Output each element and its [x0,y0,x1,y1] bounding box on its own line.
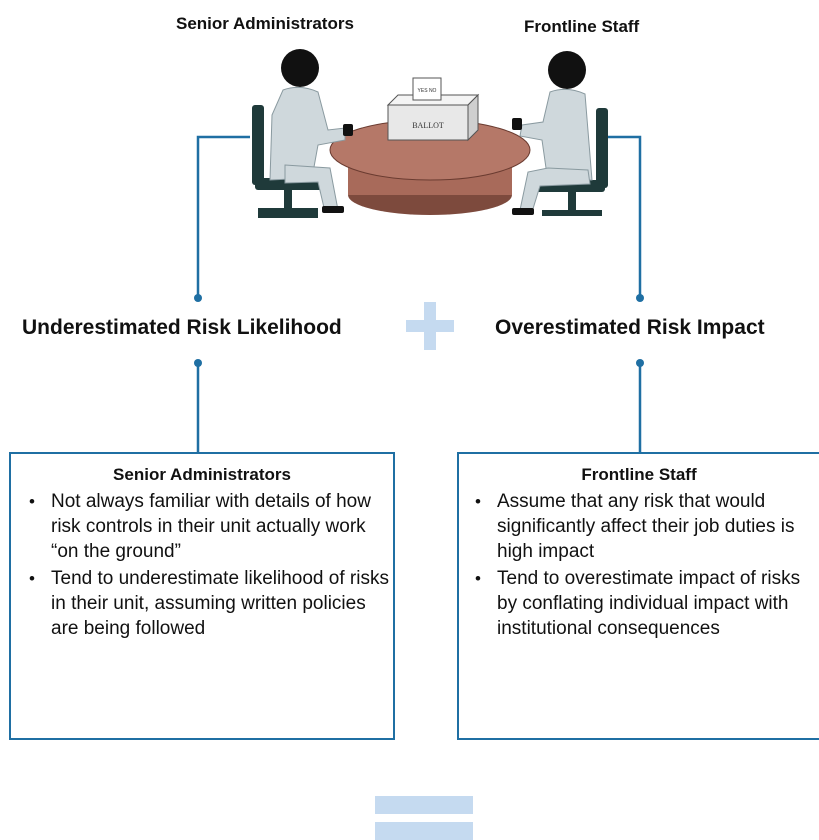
frontline-staff-box: Frontline Staff Assume that any risk tha… [457,452,819,740]
ballot-box-side [467,93,479,142]
connectors [196,135,642,452]
ballot-paper [412,77,442,101]
left-chair [252,105,325,218]
connector-dots [194,294,644,367]
connector-dot [194,294,202,302]
frontline-staff-label: Frontline Staff [524,17,640,36]
connector-dot [194,359,202,367]
senior-administrators-box: Senior Administrators Not always familia… [9,452,395,740]
connector-dot [636,294,644,302]
frontline-staff-figure [512,51,593,215]
ballot-box [387,104,469,141]
box-title: Frontline Staff [581,465,697,484]
right-upper-connector [598,135,642,298]
ballot-box-text: BALLOT [412,121,444,130]
list-item: Not always familiar with details of how … [29,489,393,564]
meeting-illustration: BALLOT YES NO [252,49,608,218]
senior-administrators-label: Senior Administrators [176,14,354,33]
ballot-paper-text: YES NO [418,88,437,94]
bullet-list: Not always familiar with details of how … [11,489,393,641]
box-title: Senior Administrators [113,465,291,484]
list-item: Tend to overestimate impact of risks by … [475,566,819,641]
plus-icon [406,302,454,350]
equals-icon [375,796,473,840]
bullet-list: Assume that any risk that would signific… [459,489,819,641]
right-heading: Overestimated Risk Impact [495,316,765,339]
right-chair [535,108,608,216]
senior-administrator-figure [269,49,353,213]
list-item: Assume that any risk that would signific… [475,489,819,564]
left-heading: Underestimated Risk Likelihood [22,316,342,339]
connector-dot [636,359,644,367]
left-upper-connector [196,135,250,298]
list-item: Tend to underestimate likelihood of risk… [29,566,393,641]
